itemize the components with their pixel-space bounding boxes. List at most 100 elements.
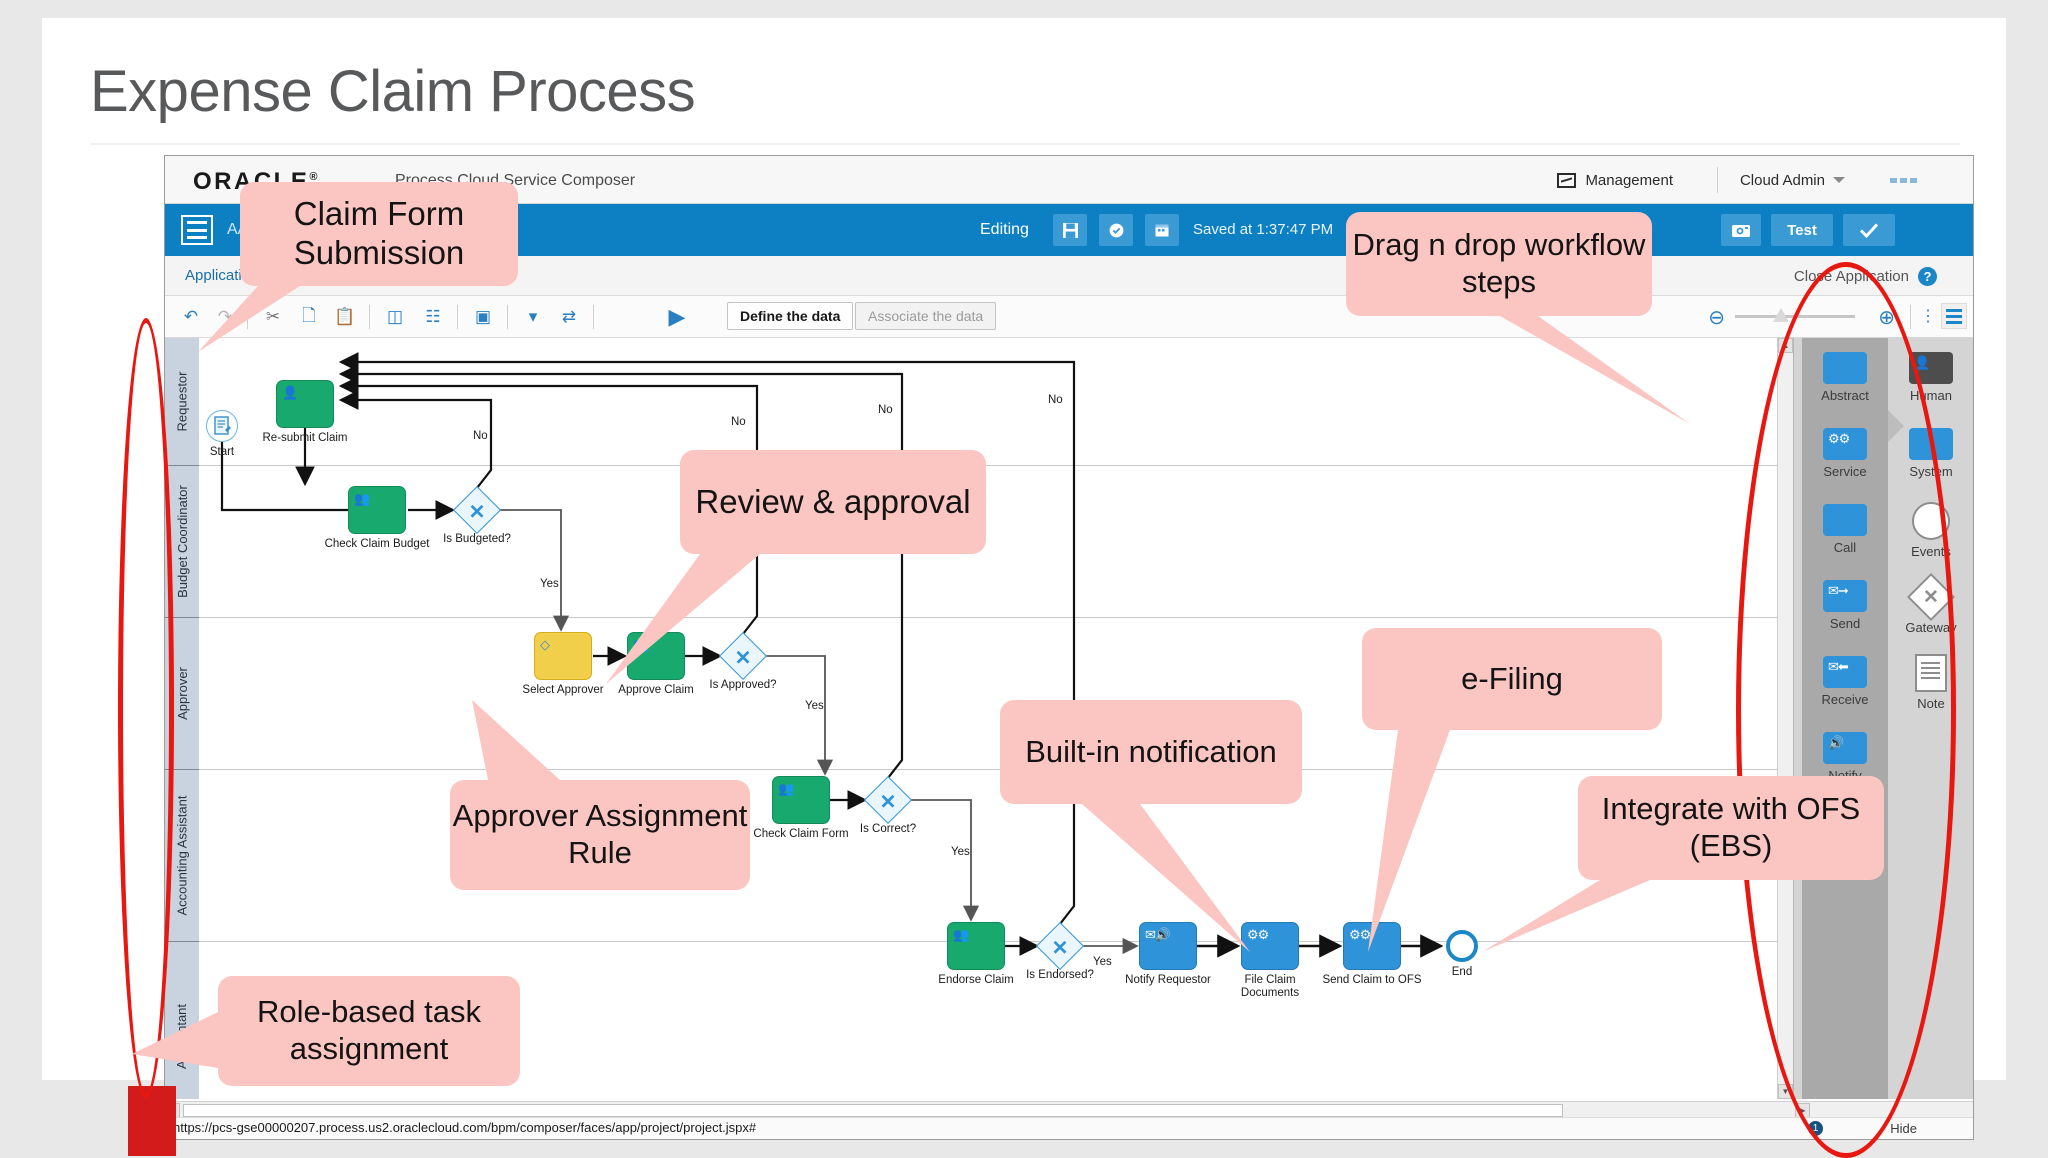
start-event-shape: [206, 410, 238, 442]
zoom-out-icon[interactable]: ⊖: [1708, 307, 1725, 329]
gateway-x-icon: ✕: [879, 790, 897, 813]
page-title: Expense Claim Process: [90, 59, 696, 124]
service-task-shape: ⚙⚙: [1343, 922, 1401, 970]
callout-review: Review & approval: [680, 450, 986, 554]
grid-icon[interactable]: ▣: [474, 307, 492, 326]
node-is-endorsed[interactable]: ✕ Is Endorsed?: [1026, 921, 1094, 981]
human-task-icon: 👥: [953, 927, 969, 942]
node-is-approved[interactable]: ✕ Is Approved?: [709, 631, 777, 691]
flow-label-yes-endorsed: Yes: [1093, 956, 1112, 968]
confirm-button[interactable]: [1843, 214, 1895, 246]
rule-icon: ◇: [540, 637, 550, 652]
swimlane-row-budget-coordinator: [199, 466, 1973, 618]
flow-label-yes-budget: Yes: [540, 578, 559, 590]
node-label: Is Endorsed?: [1026, 969, 1094, 981]
calendar-icon: [1155, 224, 1169, 237]
gateway-x-icon: ✕: [734, 646, 752, 669]
script-task-shape: ◇: [534, 632, 592, 680]
node-check-claim-form[interactable]: 👥 Check Claim Form: [753, 776, 849, 840]
flow-label-no-budget: No: [473, 430, 488, 442]
save-icon: [1062, 222, 1078, 238]
slide-canvas: Expense Claim Process ORACLE® Process Cl…: [42, 18, 2006, 1156]
exclusive-gateway-shape: ✕: [452, 485, 502, 535]
callout-approver-rule: Approver Assignment Rule: [450, 780, 750, 890]
node-label: Notify Requestor: [1125, 974, 1211, 986]
notify-task-shape: ✉🔊: [1139, 922, 1197, 970]
node-end[interactable]: End: [1446, 930, 1478, 978]
node-label: Send Claim to OFS: [1322, 974, 1422, 986]
zoom-slider-handle[interactable]: [1773, 308, 1789, 322]
snapshot-button[interactable]: [1721, 214, 1761, 246]
node-label: Re-submit Claim: [262, 432, 348, 444]
undo-icon[interactable]: ↶: [183, 307, 199, 326]
save-button[interactable]: [1053, 214, 1087, 246]
user-task-shape: 👥: [348, 486, 406, 534]
more-vertical-icon[interactable]: ⋮: [1920, 308, 1937, 325]
align-icon[interactable]: ◫: [386, 307, 404, 326]
node-notify-requestor[interactable]: ✉🔊 Notify Requestor: [1125, 922, 1211, 986]
node-label: Is Budgeted?: [443, 533, 511, 545]
node-is-correct[interactable]: ✕ Is Correct?: [860, 775, 916, 835]
node-label: Approve Claim: [618, 684, 694, 696]
scroll-thumb[interactable]: [183, 1104, 1563, 1117]
node-label: Start: [209, 446, 235, 458]
flow-label-no-approved: No: [731, 416, 746, 428]
node-label: Is Correct?: [859, 823, 917, 835]
calendar-button[interactable]: [1145, 214, 1179, 246]
more-options-icon: [1890, 177, 1917, 183]
node-check-claim-budget[interactable]: 👥 Check Claim Budget: [325, 486, 429, 550]
flow-label-no-correct: No: [878, 404, 893, 416]
hide-panel-button[interactable]: Hide: [1890, 1121, 1917, 1136]
title-divider: [90, 143, 1960, 145]
scissors-icon[interactable]: ✂: [265, 307, 281, 326]
swimlane-row-requestor: [199, 338, 1973, 466]
node-endorse-claim[interactable]: 👥 Endorse Claim: [938, 922, 1014, 986]
paste-icon[interactable]: 📋: [334, 307, 356, 326]
callout-role-based: Role-based task assignment: [218, 976, 520, 1086]
node-select-approver[interactable]: ◇ Select Approver: [522, 632, 604, 696]
node-label: Check Claim Budget: [324, 538, 430, 550]
human-task-icon: 👥: [354, 491, 370, 506]
management-link[interactable]: Management: [1557, 156, 1673, 204]
user-label: Cloud Admin: [1739, 171, 1825, 189]
redo-icon[interactable]: ↷: [217, 307, 233, 326]
play-icon[interactable]: ▶: [668, 304, 686, 329]
test-button[interactable]: Test: [1771, 214, 1833, 246]
node-label: Endorse Claim: [938, 974, 1014, 986]
canvas-horizontal-scrollbar[interactable]: ◀ ▶: [165, 1101, 1973, 1119]
user-menu[interactable]: Cloud Admin: [1716, 167, 1845, 193]
node-start[interactable]: Start: [206, 410, 238, 458]
associate-data-button[interactable]: Associate the data: [855, 302, 997, 330]
flow-label-yes-correct: Yes: [951, 846, 970, 858]
editing-label: Editing: [980, 221, 1029, 238]
help-icon[interactable]: ?: [1918, 267, 1937, 286]
callout-efiling: e-Filing: [1362, 628, 1662, 730]
saved-status: Saved at 1:37:47 PM: [1193, 221, 1334, 238]
node-label: File Claim Documents: [1240, 974, 1300, 999]
snapshot-camera-icon: [1732, 225, 1750, 237]
node-file-claim-documents[interactable]: ⚙⚙ File Claim Documents: [1241, 922, 1299, 999]
exclusive-gateway-shape: ✕: [1035, 921, 1085, 971]
checkmark-icon: [1859, 223, 1879, 239]
distribute-icon[interactable]: ☷: [425, 307, 441, 326]
chevron-down-icon[interactable]: ▾: [528, 307, 538, 326]
list-menu-icon[interactable]: [1941, 303, 1967, 329]
more-options-button[interactable]: [1890, 156, 1917, 204]
management-label: Management: [1585, 171, 1673, 189]
user-task-shape: 👤: [276, 380, 334, 428]
node-label: Select Approver: [522, 684, 604, 696]
expand-icon[interactable]: ⇄: [561, 307, 577, 326]
define-data-button[interactable]: Define the data: [727, 302, 854, 330]
highlight-ellipse-palette: [1736, 262, 1956, 1158]
deploy-button[interactable]: [1099, 214, 1133, 246]
swimlane-label-requestor[interactable]: Requestor: [165, 338, 199, 466]
hamburger-menu-icon[interactable]: [181, 215, 213, 245]
node-send-claim-to-ofs[interactable]: ⚙⚙ Send Claim to OFS: [1322, 922, 1422, 986]
node-resubmit-claim[interactable]: 👤 Re-submit Claim: [263, 380, 348, 444]
node-is-budgeted[interactable]: ✕ Is Budgeted?: [443, 485, 511, 545]
service-gears-icon: ⚙⚙: [1247, 927, 1269, 942]
node-approve-claim[interactable]: 👥 Approve Claim: [618, 632, 694, 696]
copy-icon[interactable]: 🗋: [302, 305, 316, 325]
callout-ofs: Integrate with OFS (EBS): [1578, 776, 1884, 880]
human-task-icon: 👥: [633, 637, 649, 652]
